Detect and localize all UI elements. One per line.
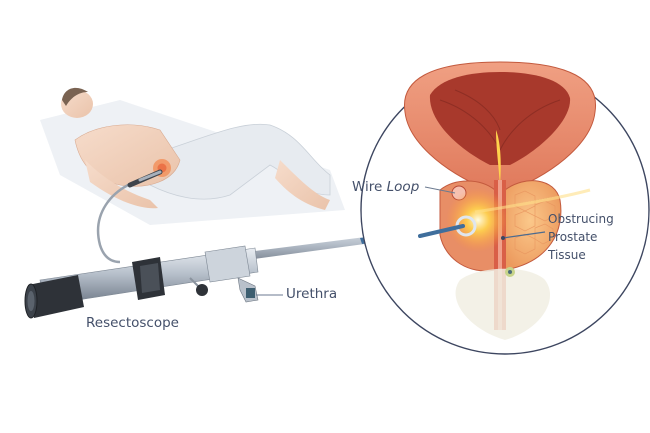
obstructing-label-line1: Obstrucing <box>548 212 614 226</box>
light-cable <box>96 178 141 264</box>
obstructing-prostate-tissue-label: Obstrucing Prostate Tissue <box>548 210 614 264</box>
wire-loop-leader <box>424 186 456 194</box>
wire-label-text: Wire <box>352 179 387 195</box>
urethra-label: Urethra <box>286 286 338 302</box>
patient-figure <box>40 87 345 225</box>
obstructing-label-line2: Prostate <box>548 230 598 244</box>
obstructing-label-line3: Tissue <box>548 248 586 262</box>
resectoscope-label: Resectoscope <box>86 315 179 331</box>
prostate-leader <box>502 231 546 239</box>
loop-label-text: Loop <box>386 179 420 195</box>
prostate-anatomy <box>403 61 597 340</box>
resectoscope-instrument <box>24 225 461 319</box>
wire-loop-label: Wire Loop <box>352 179 420 196</box>
